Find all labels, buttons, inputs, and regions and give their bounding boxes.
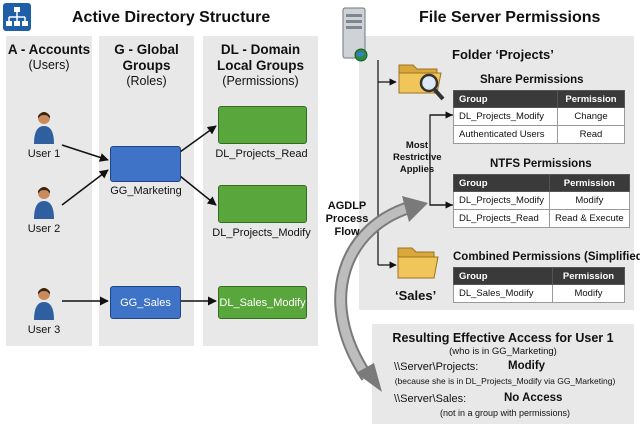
dl-subtitle: (Permissions)	[222, 74, 299, 88]
folder-sales-icon	[396, 244, 440, 282]
folder-projects-title: Folder ‘Projects’	[452, 47, 554, 62]
folder-sales-title: ‘Sales’	[395, 288, 437, 303]
sales-path: \\Server\Sales:	[394, 393, 467, 405]
arrow-gg-modify	[179, 175, 217, 206]
user-3-icon	[33, 286, 55, 320]
network-logo-icon	[3, 3, 31, 31]
dl-title-2: Local Groups	[216, 58, 304, 73]
projects-access: Modify	[508, 360, 546, 372]
sales-access: No Access	[504, 392, 563, 404]
user-2-icon	[33, 185, 55, 219]
arrow-user2-gg	[61, 169, 109, 206]
result-panel	[372, 324, 634, 424]
gg-sales-box: GG_Sales	[110, 286, 181, 319]
most-restrictive-label: Most Restrictive Applies	[393, 140, 442, 175]
server-icon	[340, 6, 370, 62]
accounts-heading: A - Accounts (Users)	[6, 42, 92, 73]
user-2-label: User 2	[27, 223, 61, 235]
global-title-2: Groups	[122, 58, 171, 73]
dl-sales-modify-box: DL_Sales_Modify	[218, 286, 307, 319]
arrow-user1-gg	[61, 144, 109, 162]
gg-marketing-label: GG_Marketing	[110, 185, 182, 197]
dl-projects-read-label: DL_Projects_Read	[215, 148, 308, 160]
dl-projects-modify-label: DL_Projects_Modify	[212, 227, 311, 239]
user-1-icon	[33, 110, 55, 144]
ad-structure-title: Active Directory Structure	[72, 9, 271, 26]
agdlp-line-1: AGDLP	[327, 200, 367, 212]
combined-permissions-title: Combined Permissions (Simplified)	[453, 251, 640, 263]
user-1-label: User 1	[27, 148, 61, 160]
share-permissions-title: Share Permissions	[480, 74, 584, 86]
result-subtitle: (who is in GG_Marketing)	[449, 346, 557, 357]
agdlp-label: AGDLP Process Flow	[320, 200, 374, 239]
file-server-title: File Server Permissions	[419, 9, 601, 26]
gg-marketing-box	[110, 146, 181, 182]
sales-note: (not in a group with permissions)	[439, 408, 571, 418]
user-3-label: User 3	[27, 324, 61, 336]
folder-projects-icon	[397, 55, 445, 103]
accounts-title: A - Accounts	[7, 42, 91, 57]
global-subtitle: (Roles)	[126, 74, 167, 88]
projects-note: (because she is in DL_Projects_Modify vi…	[394, 376, 616, 386]
dl-title-1: DL - Domain	[220, 42, 301, 57]
agdlp-line-3: Flow	[334, 226, 360, 238]
dl-projects-read-box	[218, 106, 307, 144]
projects-path: \\Server\Projects:	[394, 361, 479, 373]
accounts-subtitle: (Users)	[28, 58, 70, 72]
result-title: Resulting Effective Access for User 1	[392, 331, 614, 345]
domain-local-heading: DL - Domain Local Groups (Permissions)	[203, 42, 318, 89]
ntfs-permissions-title: NTFS Permissions	[490, 158, 592, 170]
arrow-gg-read	[179, 125, 217, 153]
agdlp-line-2: Process	[325, 213, 369, 225]
dl-projects-modify-box	[218, 185, 307, 223]
global-heading: G - Global Groups (Roles)	[99, 42, 194, 89]
global-title-1: G - Global	[114, 42, 179, 57]
